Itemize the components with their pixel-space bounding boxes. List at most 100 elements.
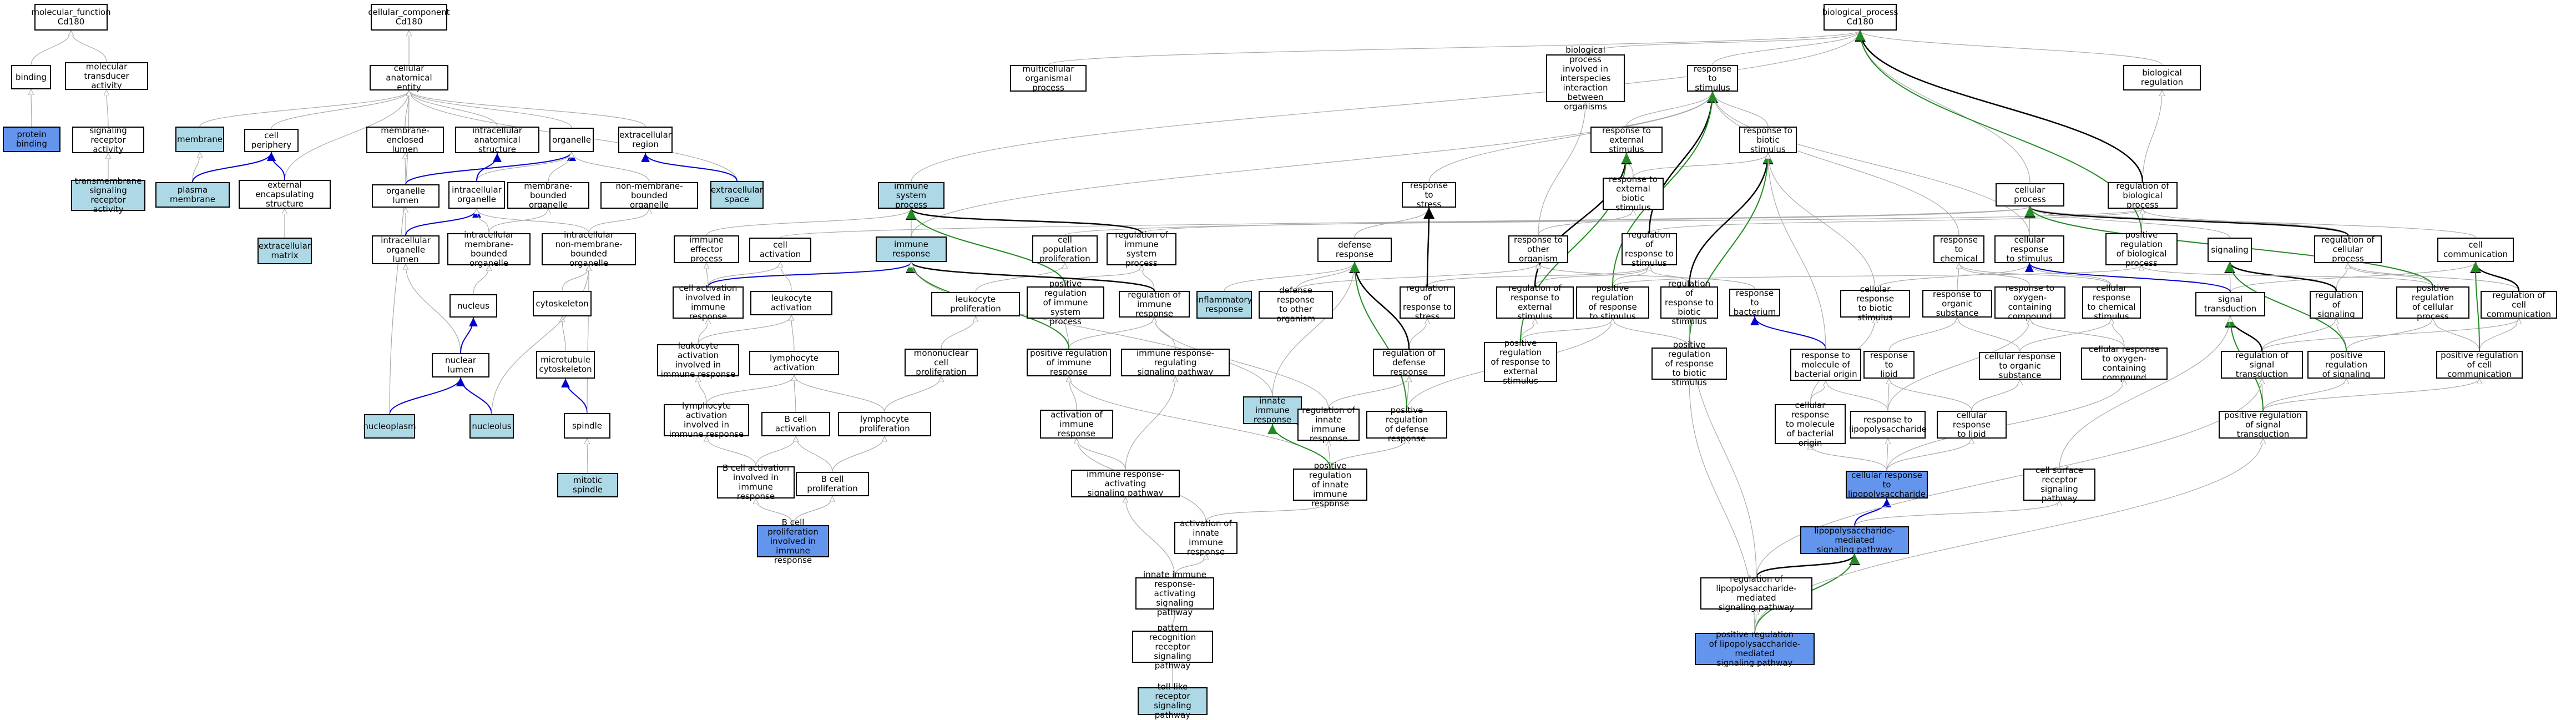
node-leukocyte-activation[interactable]: leukocyte activation: [750, 291, 832, 315]
node-cell-periphery[interactable]: cell periphery: [244, 129, 299, 152]
node-biological-regulation[interactable]: biological regulation: [2123, 65, 2201, 90]
node-spindle[interactable]: spindle: [564, 413, 610, 439]
node-lipopolysaccharide-mediated-signaling-pathway[interactable]: lipopolysaccharide-mediated signaling pa…: [1800, 526, 1909, 554]
node-signaling[interactable]: signaling: [2208, 238, 2252, 262]
node-microtubule-cytoskeleton[interactable]: microtubule cytoskeleton: [536, 351, 595, 379]
node-regulation-of-immune-response[interactable]: regulation of immune response: [1119, 290, 1190, 318]
node-cellular-response-to-molecule-of-bacterial-origin[interactable]: cellular response to molecule of bacteri…: [1775, 400, 1846, 447]
node-cellular-process[interactable]: cellular process: [1996, 183, 2064, 207]
node-leukocyte-activation-involved-in-immune-response[interactable]: leukocyte activation involved in immune …: [657, 341, 739, 379]
node-cellular-response-to-oxygen-containing-compound[interactable]: cellular response to oxygen-containing c…: [2081, 345, 2168, 382]
node-regulation-of-response-to-biotic-stimulus[interactable]: regulation of response to biotic stimulu…: [1660, 279, 1718, 326]
node-membrane-enclosed-lumen[interactable]: membrane-enclosed lumen: [366, 125, 444, 154]
node-intracellular-anatomical-structure[interactable]: intracellular anatomical structure: [455, 125, 539, 154]
node-response-to-lipid[interactable]: response to lipid: [1863, 350, 1915, 379]
node-positive-regulation-of-signaling[interactable]: positive regulation of signaling: [2307, 350, 2385, 379]
node-regulation-of-biological-process[interactable]: regulation of biological process: [2108, 181, 2178, 209]
node-extracellular-matrix[interactable]: extracellular matrix: [257, 238, 312, 264]
node-positive-regulation-of-response-to-external-stimulus[interactable]: positive regulation of response to exter…: [1484, 338, 1557, 385]
node-nucleus[interactable]: nucleus: [449, 294, 497, 318]
node-cell-activation-involved-in-immune-response[interactable]: cell activation involved in immune respo…: [673, 284, 744, 321]
node-regulation-of-response-to-external-stimulus[interactable]: regulation of response to external stimu…: [1496, 284, 1574, 321]
node-membrane-bounded-organelle[interactable]: membrane-bounded organelle: [507, 181, 589, 209]
node-response-to-other-organism[interactable]: response to other organism: [1508, 235, 1568, 263]
node-mononuclear-cell-proliferation[interactable]: mononuclear cell proliferation: [905, 348, 978, 376]
node-b-cell-proliferation-involved-in-immune-response[interactable]: B cell proliferation involved in immune …: [757, 517, 829, 565]
node-response-to-molecule-of-bacterial-origin[interactable]: response to molecule of bacterial origin: [1790, 349, 1861, 381]
node-immune-effector-process[interactable]: immune effector process: [674, 235, 739, 263]
node-innate-immune-response-activating-signaling-pathway[interactable]: innate immune response-activating signal…: [1135, 570, 1214, 617]
node-positive-regulation-of-biological-process[interactable]: positive regulation of biological proces…: [2105, 230, 2178, 268]
node-biological-process-involved-in-interspecies-interaction[interactable]: biological process involved in interspec…: [1546, 45, 1625, 111]
node-activation-of-innate-immune-response[interactable]: activation of innate immune response: [1174, 519, 1238, 557]
node-nuclear-lumen[interactable]: nuclear lumen: [432, 353, 489, 377]
node-pattern-recognition-receptor-signaling-pathway[interactable]: pattern recognition receptor signaling p…: [1132, 623, 1213, 670]
node-response-to-external-stimulus[interactable]: response to external stimulus: [1590, 125, 1663, 154]
node-cellular-response-to-lipopolysaccharide[interactable]: cellular response to lipopolysaccharide: [1846, 470, 1928, 499]
node-defense-response-to-other-organism[interactable]: defense response to other organism: [1259, 286, 1333, 324]
node-cellular-response-to-organic-substance[interactable]: cellular response to organic substance: [1979, 351, 2061, 380]
node-extracellular-region[interactable]: extracellular region: [618, 127, 673, 153]
node-intracellular-organelle[interactable]: intracellular organelle: [448, 181, 505, 209]
node-response-to-organic-substance[interactable]: response to organic substance: [1922, 289, 1992, 318]
node-immune-system-process[interactable]: immune system process: [878, 181, 944, 209]
node-positive-regulation-of-lipopolysaccharide-mediated-signaling-pathway[interactable]: positive regulation of lipopolysaccharid…: [1695, 630, 1815, 668]
node-cellular-response-to-biotic-stimulus[interactable]: cellular response to biotic stimulus: [1840, 285, 1910, 323]
node-lymphocyte-proliferation[interactable]: lymphocyte proliferation: [838, 412, 931, 436]
node-plasma-membrane[interactable]: plasma membrane: [155, 182, 230, 208]
node-intracellular-non-membrane-bounded-organelle[interactable]: intracellular non-membrane-bounded organ…: [542, 230, 636, 268]
node-positive-regulation-of-immune-response[interactable]: positive regulation of immune response: [1027, 348, 1111, 376]
node-response-to-stress[interactable]: response to stress: [1402, 180, 1456, 209]
node-protein-binding[interactable]: protein binding: [3, 127, 60, 152]
node-non-membrane-bounded-organelle[interactable]: non-membrane-bounded organelle: [600, 181, 698, 209]
node-cellular-response-to-chemical-stimulus[interactable]: cellular response to chemical stimulus: [2082, 284, 2141, 321]
node-immune-response-activating-signaling-pathway[interactable]: immune response-activating signaling pat…: [1071, 469, 1180, 497]
node-regulation-of-defense-response[interactable]: regulation of defense response: [1373, 348, 1445, 376]
node-cell-communication[interactable]: cell communication: [2437, 238, 2514, 262]
node-molecular-function[interactable]: molecular_function Cd180: [31, 4, 111, 31]
node-positive-regulation-of-innate-immune-response[interactable]: positive regulation of innate immune res…: [1293, 461, 1367, 508]
node-regulation-of-signal-transduction[interactable]: regulation of signal transduction: [2221, 350, 2303, 379]
node-positive-regulation-of-signal-transduction[interactable]: positive regulation of signal transducti…: [2219, 410, 2307, 439]
node-regulation-of-cellular-process[interactable]: regulation of cellular process: [2314, 235, 2382, 263]
node-binding[interactable]: binding: [11, 65, 51, 89]
node-membrane[interactable]: membrane: [175, 127, 224, 152]
node-lymphocyte-activation-involved-in-immune-response[interactable]: lymphocyte activation involved in immune…: [664, 401, 749, 439]
node-regulation-of-cell-communication[interactable]: regulation of cell communication: [2481, 290, 2557, 319]
node-multicellular-organismal-process[interactable]: multicellular organismal process: [1010, 64, 1087, 92]
node-innate-immune-response[interactable]: innate immune response: [1243, 396, 1302, 424]
node-activation-of-immune-response[interactable]: activation of immune response: [1040, 410, 1113, 439]
node-cellular-anatomical-entity[interactable]: cellular anatomical entity: [370, 63, 448, 92]
node-regulation-of-innate-immune-response[interactable]: regulation of innate immune response: [1297, 406, 1360, 444]
node-molecular-transducer-activity[interactable]: molecular transducer activity: [65, 62, 148, 90]
node-immune-response-regulating-signaling-pathway[interactable]: immune response-regulating signaling pat…: [1121, 348, 1230, 376]
node-immune-response[interactable]: immune response: [876, 236, 947, 262]
node-organelle[interactable]: organelle: [549, 128, 594, 152]
node-transmembrane-signaling-receptor-activity[interactable]: transmembrane signaling receptor activit…: [71, 177, 145, 214]
node-organelle-lumen[interactable]: organelle lumen: [372, 184, 440, 208]
node-b-cell-proliferation[interactable]: B cell proliferation: [796, 472, 869, 496]
node-response-to-bacterium[interactable]: response to bacterium: [1729, 288, 1780, 316]
node-response-to-chemical[interactable]: response to chemical: [1933, 235, 1984, 263]
node-biological-process[interactable]: biological_process Cd180: [1822, 4, 1898, 31]
node-signal-transduction[interactable]: signal transduction: [2195, 292, 2265, 316]
node-regulation-of-signaling[interactable]: regulation of signaling: [2310, 290, 2363, 319]
node-leukocyte-proliferation[interactable]: leukocyte proliferation: [931, 292, 1020, 316]
node-b-cell-activation[interactable]: B cell activation: [761, 412, 830, 436]
node-nucleoplasm[interactable]: nucleoplasm: [363, 414, 416, 439]
node-regulation-of-response-to-stress[interactable]: regulation of response to stress: [1400, 284, 1455, 321]
node-defense-response[interactable]: defense response: [1317, 238, 1392, 262]
node-cell-population-proliferation[interactable]: cell population proliferation: [1032, 235, 1098, 263]
node-regulation-of-response-to-stimulus[interactable]: regulation of response to stimulus: [1622, 230, 1677, 268]
node-response-to-biotic-stimulus[interactable]: response to biotic stimulus: [1739, 125, 1797, 154]
node-cytoskeleton[interactable]: cytoskeleton: [533, 291, 592, 316]
node-mitotic-spindle[interactable]: mitotic spindle: [557, 473, 618, 497]
node-nucleolus[interactable]: nucleolus: [469, 414, 514, 439]
node-positive-regulation-of-cellular-process[interactable]: positive regulation of cellular process: [2396, 284, 2469, 321]
node-positive-regulation-of-immune-system-process[interactable]: positive regulation of immune system pro…: [1027, 279, 1104, 326]
node-positive-regulation-of-cell-communication[interactable]: positive regulation of cell communicatio…: [2436, 350, 2523, 379]
node-toll-like-receptor-signaling-pathway[interactable]: toll-like receptor signaling pathway: [1138, 682, 1208, 720]
node-response-to-stimulus[interactable]: response to stimulus: [1687, 64, 1738, 92]
node-signaling-receptor-activity[interactable]: signaling receptor activity: [72, 125, 144, 154]
node-cellular-response-to-lipid[interactable]: cellular response to lipid: [1937, 410, 2007, 439]
